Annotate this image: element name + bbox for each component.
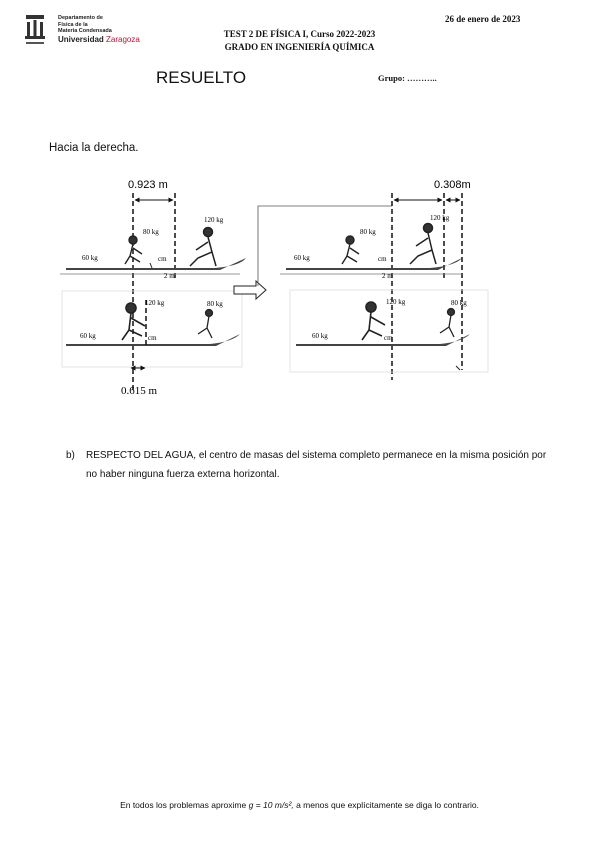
mass-label-120-bottom-right: 120 kg bbox=[386, 298, 406, 306]
cm-label-top-left: cm bbox=[158, 255, 167, 263]
part-b-text: RESPECTO DEL AGUA, el centro de masas de… bbox=[86, 450, 547, 480]
footer-suffix: a menos que explícitamente se diga lo co… bbox=[296, 800, 479, 810]
exam-title: TEST 2 DE FÍSICA I, Curso 2022-2023 bbox=[223, 29, 376, 39]
transition-arrow bbox=[233, 279, 267, 301]
part-b-label: b) bbox=[66, 450, 75, 461]
university-crest-icon bbox=[25, 15, 45, 44]
mass-label-60-top-right: 60 kg bbox=[294, 254, 310, 262]
mass-label-80-bottom-left: 80 kg bbox=[207, 300, 223, 308]
university-name: Universidad Zaragoza bbox=[58, 35, 140, 45]
panel-initial-bottom bbox=[61, 290, 243, 371]
length-label-top-left: 2 m bbox=[164, 272, 175, 280]
person-heavy-icon bbox=[361, 301, 386, 341]
answer-a: Hacia la derecha. bbox=[49, 142, 139, 154]
person-heavy-icon bbox=[409, 222, 437, 265]
length-label-top-right: 2 m bbox=[382, 272, 393, 280]
mass-label-60-top-left: 60 kg bbox=[82, 254, 98, 262]
person-light-icon bbox=[124, 235, 143, 265]
footer-prefix: En todos los problemas aproxime bbox=[120, 800, 249, 810]
mass-label-120-bottom-left: 120 kg bbox=[145, 299, 165, 307]
cm-label-top-right: cm bbox=[378, 255, 387, 263]
mass-label-80-top-right: 80 kg bbox=[360, 228, 376, 236]
person-heavy-icon bbox=[189, 226, 217, 267]
footer-formula: g = 10 m/s², bbox=[248, 800, 297, 810]
person-heavy-icon bbox=[121, 302, 146, 341]
boat-diagram: 0.923 m 0.308m 0.615 m 80 kg 120 kg 60 k… bbox=[60, 179, 489, 397]
mass-label-120-top-right: 120 kg bbox=[430, 214, 450, 222]
department-line-2: Física de la bbox=[58, 21, 88, 28]
person-light-icon bbox=[439, 307, 456, 338]
person-light-icon bbox=[197, 308, 214, 339]
grupo-field: Grupo: ……….. bbox=[378, 73, 437, 83]
mass-label-80-bottom-right: 80 kg bbox=[451, 299, 467, 307]
university-suffix: Zaragoza bbox=[106, 34, 140, 44]
panel-final-bottom bbox=[289, 289, 489, 373]
cm-label-bottom-left: cm bbox=[148, 334, 157, 342]
cm-label-bottom-right: cm bbox=[384, 334, 393, 342]
university-prefix: Universidad bbox=[58, 34, 104, 44]
mass-label-60-bottom-right: 60 kg bbox=[312, 332, 328, 340]
resuelto-heading: RESUELTO bbox=[156, 68, 247, 87]
department-line-3: Materia Condensada bbox=[58, 28, 112, 35]
distance-0923: 0.923 m bbox=[128, 179, 168, 191]
distance-0308: 0.308m bbox=[434, 179, 471, 191]
footer-note: En todos los problemas aproxime g = 10 m… bbox=[0, 800, 599, 810]
panel-final-top bbox=[280, 193, 463, 380]
department-block: Departamento de Física de la Materia Con… bbox=[58, 15, 140, 45]
mass-label-60-bottom-left: 60 kg bbox=[80, 332, 96, 340]
distance-0615: 0.615 m bbox=[121, 385, 158, 397]
mass-label-120-top-left: 120 kg bbox=[204, 216, 224, 224]
person-light-icon bbox=[341, 235, 360, 265]
degree-title: GRADO EN INGENIERÍA QUÍMICA bbox=[224, 42, 375, 52]
panel-initial-top bbox=[60, 193, 246, 390]
exam-date: 26 de enero de 2023 bbox=[445, 14, 521, 24]
department-line-1: Departamento de bbox=[58, 15, 103, 21]
mass-label-80-top-left: 80 kg bbox=[143, 228, 159, 236]
